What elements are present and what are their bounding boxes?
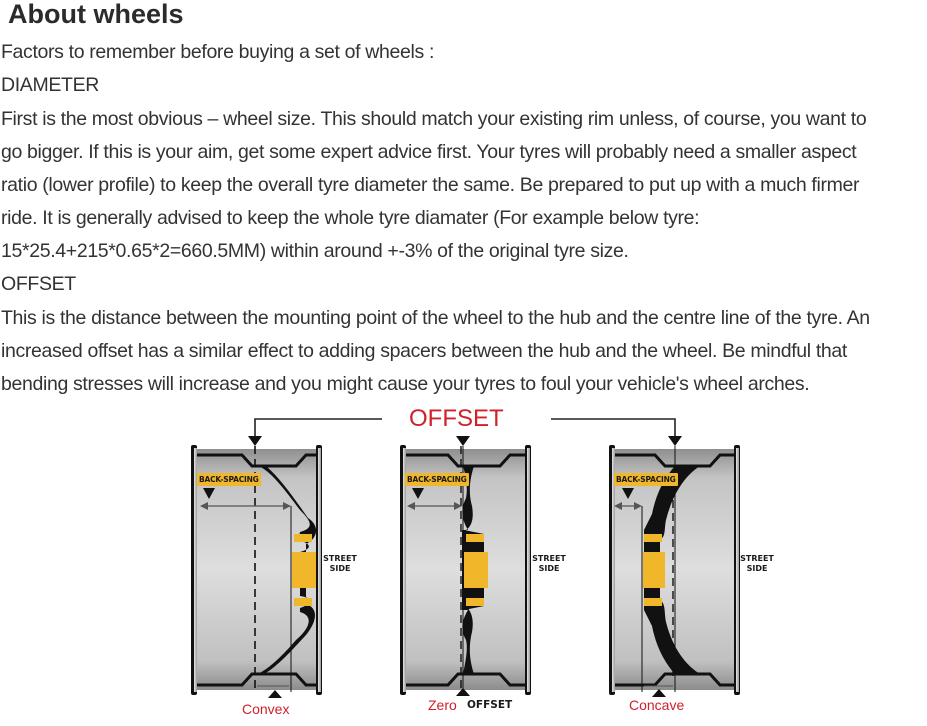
zero-offset-wheel	[400, 445, 531, 696]
street-side-label: STREET SIDE	[531, 554, 567, 574]
paragraph-line: This is the distance between the mountin…	[1, 307, 870, 329]
paragraph-line: go bigger. If this is your aim, get some…	[1, 141, 857, 163]
street-side-line-1: STREET	[323, 554, 357, 563]
street-side-line-2: SIDE	[746, 564, 768, 573]
zero-caption: Zero	[428, 697, 457, 713]
concave-wheel	[609, 445, 740, 697]
street-side-line-2: SIDE	[329, 564, 351, 573]
paragraph-line: increased offset has a similar effect to…	[1, 340, 847, 362]
offset-header-label: OFFSET	[409, 405, 504, 432]
paragraph-line: 15*25.4+215*0.65*2=660.5MM) within aroun…	[1, 240, 629, 262]
convex-caption: Convex	[242, 701, 290, 717]
zero-offset-caption: OFFSET	[467, 699, 513, 711]
wheel-offset-diagram: OFFSET BACK-SPACING STREET SIDE Convex B…	[0, 400, 927, 726]
convex-wheel	[191, 445, 322, 698]
offset-diagram-graphic	[191, 418, 740, 698]
section-heading-diameter: DIAMETER	[1, 74, 99, 96]
paragraph-line: ride. It is generally advised to keep th…	[1, 207, 700, 229]
street-side-line-1: STREET	[532, 554, 566, 563]
street-side-label: STREET SIDE	[322, 554, 358, 574]
back-spacing-label: BACK-SPACING	[614, 473, 678, 486]
page-title: About wheels	[8, 0, 184, 29]
section-heading-offset: OFFSET	[1, 273, 76, 295]
back-spacing-label: BACK-SPACING	[405, 473, 469, 486]
concave-caption: Concave	[629, 697, 685, 713]
street-side-label: STREET SIDE	[739, 554, 775, 574]
street-side-line-2: SIDE	[538, 564, 560, 573]
paragraph-line: ratio (lower profile) to keep the overal…	[1, 174, 860, 196]
paragraph-line: First is the most obvious – wheel size. …	[1, 108, 867, 130]
intro-text: Factors to remember before buying a set …	[1, 41, 435, 63]
street-side-line-1: STREET	[740, 554, 774, 563]
back-spacing-label: BACK-SPACING	[197, 473, 261, 486]
paragraph-line: bending stresses will increase and you m…	[1, 373, 810, 395]
